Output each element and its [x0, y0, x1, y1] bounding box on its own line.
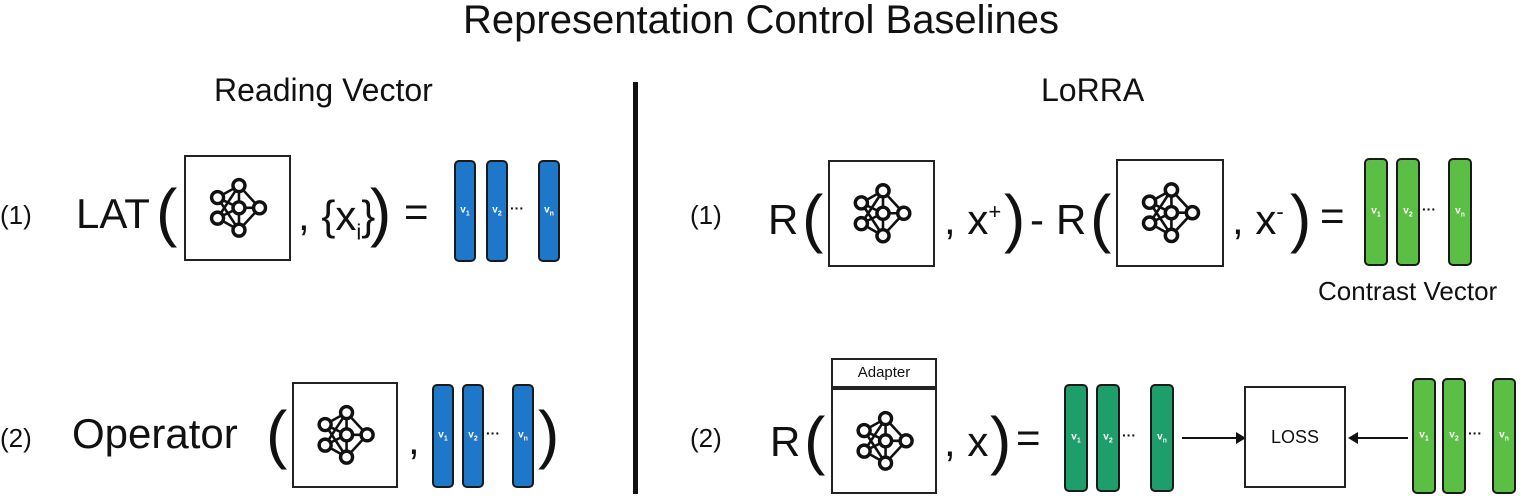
- right-heading: LoRRA: [1041, 72, 1145, 108]
- neural-network-icon: [856, 411, 914, 471]
- vector-bar-label: vn: [1157, 431, 1167, 445]
- operator-function: Operator: [72, 410, 238, 457]
- neural-network-box: [1116, 159, 1224, 267]
- lat-function: LAT: [76, 190, 150, 237]
- left-heading: Reading Vector: [214, 72, 433, 108]
- vector-bar: v2: [486, 160, 508, 262]
- vector-bar: v2: [1396, 158, 1420, 266]
- vector-bar: v2: [1096, 384, 1120, 492]
- equals-sign: =: [1016, 414, 1041, 461]
- arrow-left: [1348, 432, 1408, 444]
- r-function: R: [770, 418, 801, 465]
- open-paren: (: [804, 404, 826, 476]
- r-function: R: [1056, 196, 1087, 243]
- vector-bar-label: v1: [438, 429, 448, 443]
- equation-number: (1): [0, 200, 32, 230]
- separator: ,: [408, 416, 420, 463]
- vector-bar: vn: [1492, 378, 1516, 494]
- negative-input: , x-: [1232, 196, 1284, 243]
- neural-network-icon: [1142, 182, 1201, 244]
- neural-network-icon: [210, 178, 268, 238]
- vector-ellipsis: ···: [1122, 427, 1136, 443]
- adapter-label-box: Adapter: [831, 358, 937, 388]
- neural-network-box: [828, 160, 935, 267]
- vector-bar-label: v1: [460, 204, 470, 218]
- vector-bar: v1: [432, 384, 454, 488]
- vector-bar-label: vn: [1455, 205, 1465, 219]
- vector-ellipsis: ···: [1422, 201, 1436, 217]
- vector-bar-label: v2: [1103, 431, 1113, 445]
- minus-sign: -: [1030, 196, 1044, 243]
- vector-bar: vn: [1150, 384, 1174, 492]
- vector-bar-label: vn: [1499, 429, 1509, 443]
- vector-bar-label: vn: [544, 204, 554, 218]
- close-paren: ): [1290, 182, 1312, 254]
- vector-bar: v1: [1364, 158, 1388, 266]
- r-function: R: [768, 196, 799, 243]
- vector-bar-label: v2: [1403, 205, 1413, 219]
- neural-network-box: [831, 388, 937, 494]
- close-paren: ): [538, 398, 560, 470]
- vector-bar: v2: [462, 384, 484, 488]
- open-paren: (: [802, 182, 824, 254]
- vector-ellipsis: ···: [486, 425, 500, 441]
- close-paren: ): [990, 404, 1012, 476]
- neural-network-icon: [317, 405, 375, 465]
- open-paren: (: [266, 398, 288, 470]
- neural-network-box: [292, 382, 398, 488]
- vector-bar: vn: [1448, 158, 1472, 266]
- page-title: Representation Control Baselines: [463, 0, 1059, 42]
- contrast-vector-caption: Contrast Vector: [1318, 276, 1498, 306]
- vector-bar-label: v2: [468, 429, 478, 443]
- close-paren: ): [370, 176, 392, 248]
- vector-bar-label: vn: [518, 429, 528, 443]
- vector-bar-label: v1: [1071, 431, 1081, 445]
- vector-bar: v1: [1412, 378, 1436, 494]
- vector-bar: v2: [1442, 378, 1466, 494]
- vector-ellipsis: ···: [1468, 425, 1482, 441]
- vector-bar-label: v2: [492, 204, 502, 218]
- arrow-right: [1182, 432, 1246, 444]
- equals-sign: =: [404, 188, 429, 235]
- vector-bar-label: v1: [1419, 429, 1429, 443]
- equals-sign: =: [1320, 192, 1345, 239]
- vector-bar-label: v1: [1371, 205, 1381, 219]
- open-paren: (: [156, 176, 178, 248]
- vector-bar: v1: [1064, 384, 1088, 492]
- equation-number: (1): [690, 200, 722, 230]
- input-x: , x: [944, 418, 989, 465]
- equation-number: (2): [0, 423, 32, 453]
- vector-bar: vn: [512, 384, 534, 488]
- vector-bar-label: v2: [1449, 429, 1459, 443]
- neural-network-icon: [853, 183, 912, 244]
- neural-network-box: [184, 155, 291, 261]
- section-divider: [633, 82, 638, 494]
- open-paren: (: [1090, 182, 1112, 254]
- vector-bar: v1: [454, 160, 476, 262]
- equation-number: (2): [690, 423, 722, 453]
- positive-input: , x+: [944, 196, 1002, 243]
- input-set: , {xi}: [298, 192, 376, 245]
- vector-ellipsis: ···: [510, 200, 524, 216]
- vector-bar: vn: [538, 160, 560, 262]
- loss-box: LOSS: [1244, 386, 1346, 488]
- close-paren: ): [1004, 182, 1026, 254]
